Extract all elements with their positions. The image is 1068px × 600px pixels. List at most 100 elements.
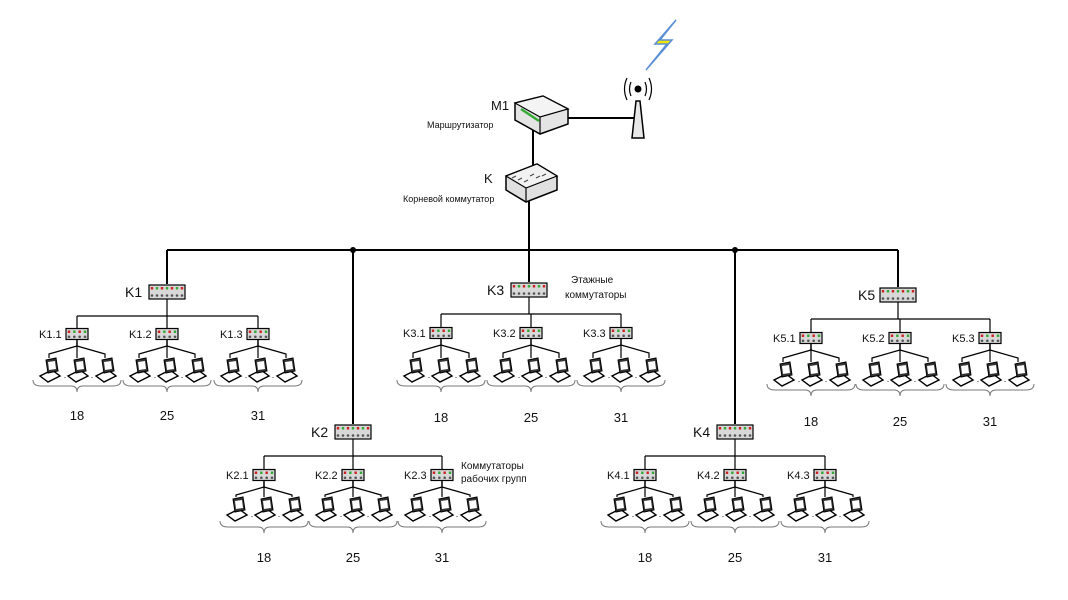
pc-link (440, 338, 470, 358)
ellipsis-dots: . (887, 374, 890, 384)
pc-link (48, 339, 78, 358)
pc-link (166, 339, 196, 358)
workgroup-switch-group: K3.3..31 (576, 314, 666, 425)
workgroup-switch-group: K3.2..25 (486, 314, 576, 425)
workgroup-switch-group: K4.2..25 (690, 456, 780, 565)
pc-link (530, 338, 560, 358)
router-icon (513, 95, 570, 135)
pc-link (871, 343, 901, 362)
workstation-icon (979, 361, 1003, 387)
pc-link (734, 480, 764, 497)
workgroup-switch-icon (799, 331, 823, 345)
workgroup-switch-icon (252, 468, 276, 482)
workstation-count: 18 (434, 410, 448, 425)
workstation-count: 25 (728, 550, 742, 565)
ellipsis-dots: . (812, 509, 815, 519)
workstation-count: 18 (257, 550, 271, 565)
ellipsis-dots: . (428, 370, 431, 380)
ellipsis-dots: . (632, 509, 635, 519)
pc-link (412, 338, 442, 358)
ellipsis-dots: . (64, 370, 67, 380)
floor-switch-label: K1 (125, 284, 142, 300)
workstation-icon (582, 357, 606, 383)
ellipsis-dots: . (839, 509, 842, 519)
workgroup-switch-group: K2.2..25 (308, 456, 398, 565)
workstation-icon (281, 496, 305, 522)
floor-switch-icon (510, 282, 548, 298)
workgroup-switch-label: K2.2 (315, 470, 338, 482)
workgroup-switch-label: K4.3 (787, 470, 810, 482)
workgroup-switch-icon (813, 468, 837, 482)
workstation-icon (951, 361, 975, 387)
workstation-count: 25 (893, 414, 907, 429)
workstation-icon (800, 361, 824, 387)
floor-switch-groups: K1K1.1..18K1.2..25K1.3..31K2K2.1..18K2.2… (32, 250, 1035, 565)
workstation-count: 31 (251, 408, 265, 423)
brace (308, 520, 398, 534)
workgroup-switch-label: K1.2 (129, 329, 152, 341)
floor-switch-icon (879, 287, 917, 303)
pc-link (706, 480, 736, 497)
pc-link (592, 338, 622, 358)
ellipsis-dots: . (749, 509, 752, 519)
router-caption: Маршрутизатор (427, 120, 493, 130)
pc-link (810, 343, 840, 362)
workstation-count: 25 (346, 550, 360, 565)
workstation-icon (184, 357, 208, 383)
floor-switch-note: коммутаторы (565, 290, 627, 301)
ellipsis-dots: . (914, 374, 917, 384)
ellipsis-dots: . (635, 370, 638, 380)
ellipsis-dots: . (91, 370, 94, 380)
workgroup-switch-label: K1.1 (39, 329, 62, 341)
workgroup-switch-group: K1.3..31 (213, 316, 303, 423)
brace (766, 383, 856, 397)
workgroup-switch-note: рабочих групп (461, 473, 527, 485)
workgroup-switch-label: K5.2 (862, 333, 885, 345)
pc-link (796, 480, 826, 497)
ellipsis-dots: . (456, 509, 459, 519)
workstation-icon (724, 496, 748, 522)
root-label: K (484, 171, 493, 186)
ellipsis-dots: . (825, 374, 828, 384)
pc-link (899, 343, 929, 362)
workstation-count: 25 (160, 408, 174, 423)
workstation-icon (861, 361, 885, 387)
ellipsis-dots: . (181, 370, 184, 380)
workstation-icon (662, 496, 686, 522)
pc-link (229, 339, 259, 358)
brace (945, 383, 1035, 397)
workgroup-switch-label: K3.2 (493, 328, 516, 340)
ellipsis-dots: . (154, 370, 157, 380)
pc-link (324, 480, 354, 497)
workstation-icon (275, 357, 299, 383)
workstation-icon (520, 357, 544, 383)
workstation-icon (314, 496, 338, 522)
ellipsis-dots: . (798, 374, 801, 384)
pc-link (616, 480, 646, 497)
pc-link (263, 480, 293, 497)
router-label: M1 (491, 98, 509, 113)
ellipsis-dots: . (659, 509, 662, 519)
brace (486, 379, 576, 393)
brace (396, 379, 486, 393)
pc-link (989, 343, 1019, 362)
workstation-icon (828, 361, 852, 387)
workstation-icon (889, 361, 913, 387)
workgroup-switch-group: K1.1..18 (32, 316, 122, 423)
ellipsis-dots: . (722, 509, 725, 519)
workstation-icon (247, 357, 271, 383)
pc-link (782, 343, 812, 362)
brace (780, 520, 870, 534)
pc-link (235, 480, 265, 497)
workgroup-switch-group: K1.2.. 25 (122, 316, 212, 423)
root-switch-icon (504, 163, 559, 203)
workgroup-switch-icon (978, 331, 1002, 345)
workstation-icon (842, 496, 866, 522)
workstation-icon (458, 357, 482, 383)
workgroup-switch-icon (633, 468, 657, 482)
workgroup-switch-label: K4.1 (607, 470, 630, 482)
